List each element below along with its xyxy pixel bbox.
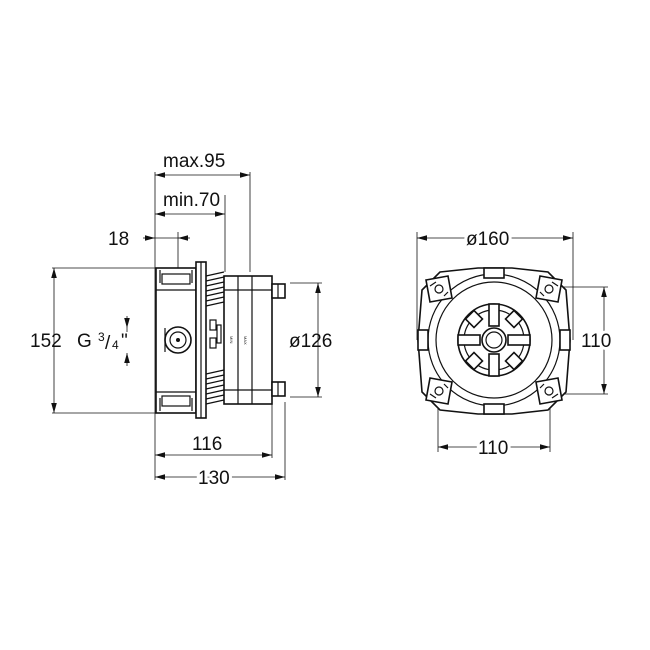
side-view: MIN MAX max.95 min.70 18 152 G 3 / 4 " ø…	[30, 151, 332, 492]
offset-label: 18	[108, 229, 129, 250]
vertical-hole-spacing-label: 110	[581, 331, 611, 352]
tab-top	[483, 267, 505, 279]
thread-fraction-denominator: 4	[112, 338, 119, 352]
ribs-bottom	[205, 369, 225, 405]
corner-mount-tr	[535, 275, 563, 303]
thread-label: G	[77, 331, 92, 352]
max-depth-label: max.95	[163, 151, 225, 172]
ribs-top	[205, 271, 225, 307]
min-depth-label: min.70	[163, 190, 220, 211]
corner-mount-br	[535, 377, 563, 405]
max-marking: MAX	[243, 336, 248, 345]
tab-right	[559, 329, 571, 351]
flange-diameter-label: ø160	[466, 229, 509, 250]
front-view: ø160 110 110	[416, 226, 614, 462]
corner-mount-bl	[425, 377, 453, 405]
tab-left	[417, 329, 429, 351]
inner-hub	[457, 303, 531, 377]
horizontal-hole-spacing-label: 110	[478, 438, 508, 459]
valve-body-side: MIN MAX	[155, 261, 286, 419]
total-width-label: 130	[198, 468, 230, 489]
flange-front	[417, 267, 571, 415]
thread-fraction-slash: /	[105, 333, 111, 354]
height-label: 152	[30, 331, 62, 352]
corner-mount-tl	[425, 275, 453, 303]
thread-fraction-numerator: 3	[98, 330, 105, 344]
min-marking: MIN	[229, 336, 234, 343]
body-width-label: 116	[192, 434, 222, 455]
cover-diameter-label: ø126	[289, 331, 332, 352]
thread-inch-mark: "	[121, 331, 128, 352]
tab-bottom	[483, 403, 505, 415]
